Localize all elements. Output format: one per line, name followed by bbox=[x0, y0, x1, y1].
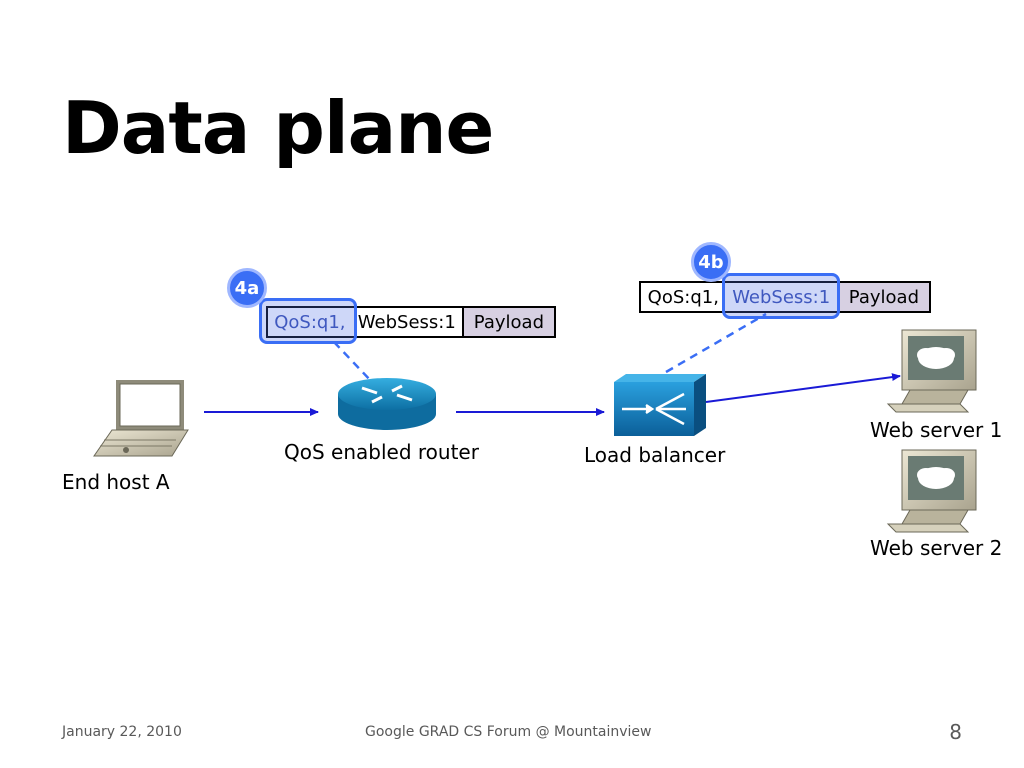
header-4a-qos: QoS:q1, bbox=[274, 311, 346, 333]
web-server-1-label: Web server 1 bbox=[870, 418, 1003, 442]
highlight-4b bbox=[722, 273, 840, 319]
packet-header-4b: QoS:q1, WebSess:1 Payload bbox=[639, 281, 931, 313]
step-badge-4b: 4b bbox=[691, 242, 731, 282]
header-4b-payload: Payload bbox=[836, 283, 929, 311]
laptop-icon bbox=[93, 380, 189, 457]
slide-title: Data plane bbox=[62, 86, 494, 170]
header-4a-payload: Payload bbox=[461, 308, 554, 336]
step-badge-4a: 4a bbox=[227, 268, 267, 308]
footer-date: January 22, 2010 bbox=[62, 724, 182, 740]
packet-header-4a: QoS:q1, WebSess:1 Payload bbox=[266, 306, 556, 338]
footer-center: Google GRAD CS Forum @ Mountainview bbox=[365, 724, 652, 740]
page-number: 8 bbox=[949, 720, 962, 744]
web-server-2-label: Web server 2 bbox=[870, 536, 1003, 560]
highlight-4a bbox=[259, 298, 357, 344]
load-balancer-icon bbox=[614, 374, 706, 436]
router-label: QoS enabled router bbox=[284, 440, 479, 464]
callout-line-4b bbox=[665, 312, 767, 374]
header-4b-qos: QoS:q1, bbox=[647, 286, 719, 308]
header-4a-websess: WebSess:1 bbox=[357, 311, 456, 333]
load-balancer-label: Load balancer bbox=[584, 443, 726, 467]
router-icon bbox=[338, 378, 436, 430]
header-4b-websess: WebSess:1 bbox=[732, 286, 831, 308]
web-server-1-icon bbox=[886, 329, 977, 413]
arrow-balancer-to-server1 bbox=[705, 373, 901, 403]
callout-line-4a bbox=[333, 341, 373, 383]
web-server-2-icon bbox=[886, 449, 977, 533]
end-host-label: End host A bbox=[62, 470, 170, 494]
